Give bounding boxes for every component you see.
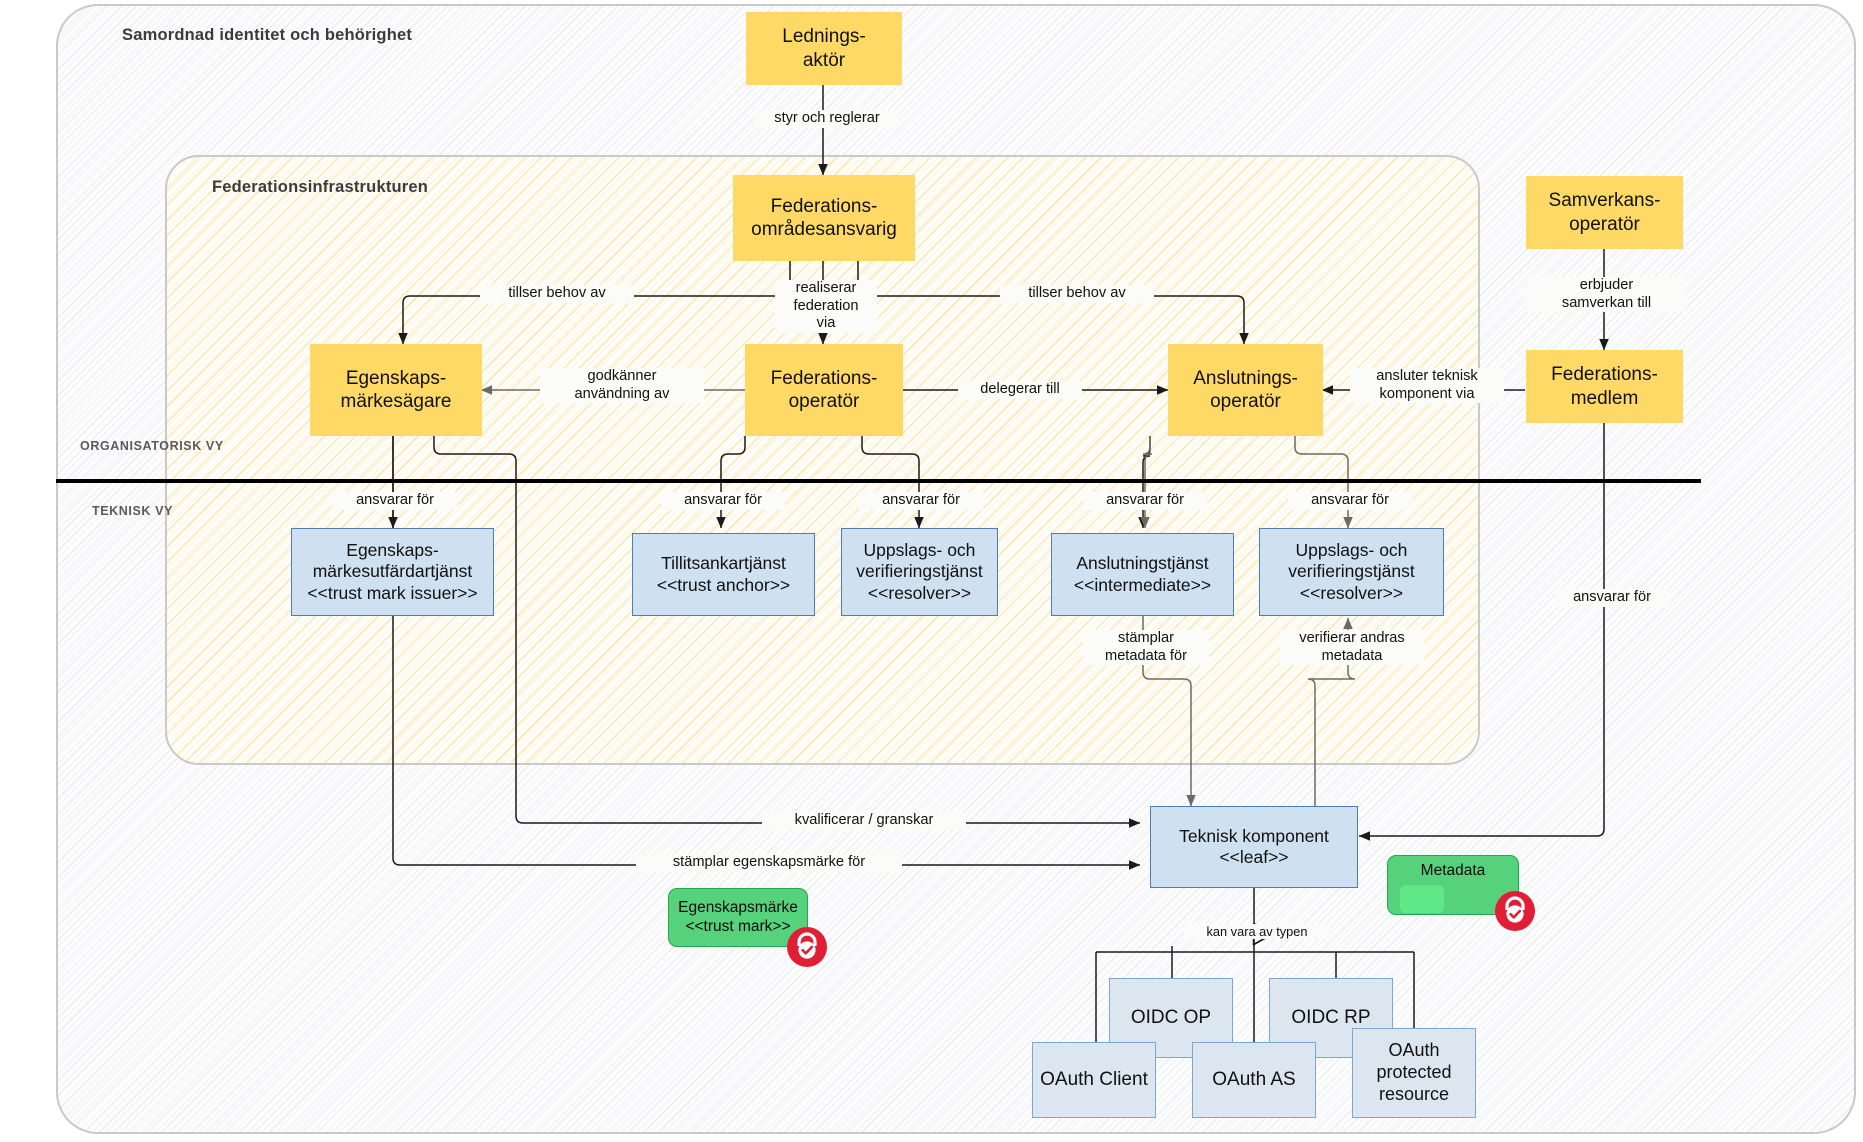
- node-ledningsaktor[interactable]: Lednings- aktör: [746, 12, 902, 85]
- seal-icon-metadata: [1495, 891, 1535, 931]
- edge-label-stamplar-metadata-for: stämplar metadata för: [1083, 630, 1209, 665]
- node-trust-mark-issuer[interactable]: Egenskaps- märkesutfärdartjänst <<trust …: [291, 528, 494, 616]
- node-federationsmedlem[interactable]: Federations- medlem: [1526, 350, 1683, 423]
- edge-label-ansvarar-for-2: ansvarar för: [661, 492, 785, 510]
- edge-label-ansluter-teknisk-komponent-via: ansluter teknisk komponent via: [1350, 368, 1504, 403]
- edge-label-stamplar-egenskapsmarke-for: stämplar egenskapsmärke för: [636, 854, 902, 872]
- edge-label-ansvarar-for-6: ansvarar för: [1555, 589, 1669, 607]
- node-federationsoperator[interactable]: Federations- operatör: [745, 344, 903, 436]
- edge-label-godkanner-anvandning-av: godkänner användning av: [540, 368, 704, 403]
- edge-label-kvalificerar-granskar: kvalificerar / granskar: [762, 812, 966, 830]
- edge-label-tillser-behov-av-left: tillser behov av: [480, 285, 634, 303]
- label-organisatorisk-vy: ORGANISATORISK VY: [80, 439, 224, 453]
- node-federationsomradesansvarig[interactable]: Federations- områdesansvarig: [733, 175, 915, 261]
- edge-label-tillser-behov-av-right: tillser behov av: [1000, 285, 1154, 303]
- node-anslutningsoperator[interactable]: Anslutnings- operatör: [1168, 344, 1323, 436]
- node-resolver-left[interactable]: Uppslags- och verifieringstjänst <<resol…: [841, 528, 998, 616]
- node-oauth-client[interactable]: OAuth Client: [1032, 1042, 1156, 1118]
- label-teknisk-vy: TEKNISK VY: [92, 504, 174, 518]
- edge-label-ansvarar-for-4: ansvarar för: [1083, 492, 1207, 510]
- seal-icon-trust-mark: [787, 927, 827, 967]
- node-oauth-protected-resource[interactable]: OAuth protected resource: [1352, 1028, 1476, 1118]
- edge-label-delegerar-till: delegerar till: [958, 381, 1082, 399]
- edge-label-ansvarar-for-5: ansvarar för: [1288, 492, 1412, 510]
- node-teknisk-komponent-leaf[interactable]: Teknisk komponent <<leaf>>: [1150, 806, 1358, 888]
- artifact-egenskapsmarke-trust-mark[interactable]: Egenskapsmärke <<trust mark>>: [668, 888, 808, 947]
- metadata-inner-chip: [1400, 885, 1444, 913]
- edge-label-erbjuder-samverkan-till: erbjuder samverkan till: [1527, 277, 1686, 312]
- edge-label-ansvarar-for-3: ansvarar för: [859, 492, 983, 510]
- edge-label-verifierar-andras-metadata: verifierar andras metadata: [1280, 630, 1424, 665]
- node-trust-anchor[interactable]: Tillitsankartjänst <<trust anchor>>: [632, 533, 815, 616]
- edge-label-styr-och-reglerar: styr och reglerar: [755, 110, 899, 128]
- edge-label-realiserar-federation-via: realiserar federation via: [775, 280, 877, 333]
- edge-label-kan-vara-av-typen: kan vara av typen: [1184, 924, 1330, 940]
- node-intermediate[interactable]: Anslutningstjänst <<intermediate>>: [1051, 533, 1234, 616]
- edge-label-ansvarar-for-1: ansvarar för: [333, 492, 457, 510]
- zone-federation-title: Federationsinfrastrukturen: [212, 178, 429, 196]
- view-divider: [56, 479, 1701, 483]
- node-samverkansoperator[interactable]: Samverkans- operatör: [1526, 176, 1683, 249]
- node-egenskapsmarkesagare[interactable]: Egenskaps- märkesägare: [310, 344, 482, 436]
- node-resolver-right[interactable]: Uppslags- och verifieringstjänst <<resol…: [1259, 528, 1444, 616]
- node-oauth-as[interactable]: OAuth AS: [1192, 1042, 1316, 1118]
- zone-outer-title: Samordnad identitet och behörighet: [122, 26, 413, 44]
